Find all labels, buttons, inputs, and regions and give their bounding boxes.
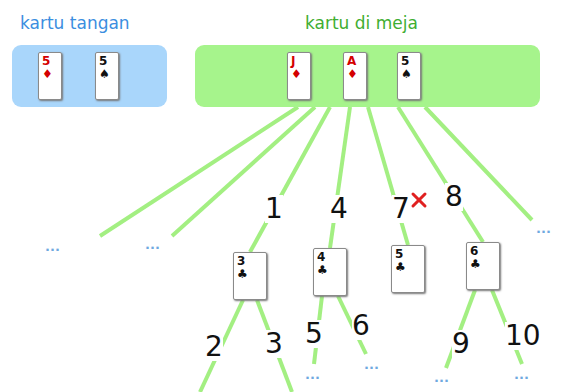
card-index: 5 xyxy=(395,248,421,261)
playing-card: 3♣ xyxy=(233,252,267,300)
branch-connector xyxy=(250,107,330,252)
branch-lines xyxy=(100,107,532,392)
card-index: A xyxy=(347,55,363,68)
branch-line xyxy=(100,107,298,236)
branch-line xyxy=(446,290,475,368)
cross-mark xyxy=(413,194,425,206)
ellipsis-mark: ... xyxy=(514,368,529,381)
card-index: 5 xyxy=(42,55,58,68)
playing-card: 5♠ xyxy=(95,52,119,100)
branch-connector xyxy=(368,107,408,245)
callout-number: 6 xyxy=(352,312,370,340)
ellipsis-mark: ... xyxy=(536,222,551,235)
playing-card: 6♣ xyxy=(466,242,500,290)
card-index: ♣ xyxy=(237,268,263,281)
card-index: 6 xyxy=(470,245,496,258)
card-index: ♣ xyxy=(317,264,343,277)
branch-line xyxy=(425,107,532,220)
callout-number: 5 xyxy=(305,320,323,348)
card-index: ♣ xyxy=(395,261,421,274)
ellipsis-mark: ... xyxy=(434,371,449,384)
card-index: ♠ xyxy=(401,68,417,81)
branch-connector xyxy=(330,107,350,248)
card-index: ♦ xyxy=(291,68,307,81)
branch-line xyxy=(200,300,243,392)
playing-card: 5♣ xyxy=(391,245,425,293)
ellipsis-mark: ... xyxy=(145,238,160,251)
card-index: 3 xyxy=(237,255,263,268)
card-index: ♠ xyxy=(99,68,115,81)
callout-number: 7 xyxy=(392,195,410,223)
card-index: 5 xyxy=(401,55,417,68)
cross-stroke xyxy=(413,194,425,206)
callout-number: 8 xyxy=(445,183,463,211)
card-index: J xyxy=(291,55,307,68)
callout-number: 9 xyxy=(452,330,470,358)
branch-line xyxy=(257,300,292,392)
callout-number: 1 xyxy=(265,195,283,223)
branch-connector xyxy=(398,107,483,242)
ellipsis-mark: ... xyxy=(305,368,320,381)
cross-stroke xyxy=(413,194,425,206)
card-panel: kartu tangan5♦5♠ xyxy=(12,45,167,107)
card-panel: kartu di mejaJ♦A♦5♠ xyxy=(195,45,540,107)
card-index: 4 xyxy=(317,251,343,264)
card-index: 5 xyxy=(99,55,115,68)
playing-card: 5♦ xyxy=(38,52,62,100)
ellipsis-mark: ... xyxy=(45,240,60,253)
card-index: ♦ xyxy=(42,68,58,81)
callout-number: 4 xyxy=(330,195,348,223)
card-index: ♦ xyxy=(347,68,363,81)
playing-card: J♦ xyxy=(287,52,311,100)
playing-card: A♦ xyxy=(343,52,367,100)
callout-number: 2 xyxy=(205,333,223,361)
playing-card: 4♣ xyxy=(313,248,347,296)
playing-card: 5♠ xyxy=(397,52,421,100)
panel-heading: kartu tangan xyxy=(20,13,130,33)
callout-number: 10 xyxy=(505,322,541,350)
panel-heading: kartu di meja xyxy=(305,13,418,33)
card-index: ♣ xyxy=(470,258,496,271)
ellipsis-mark: ... xyxy=(364,358,379,371)
callout-number: 3 xyxy=(265,330,283,358)
